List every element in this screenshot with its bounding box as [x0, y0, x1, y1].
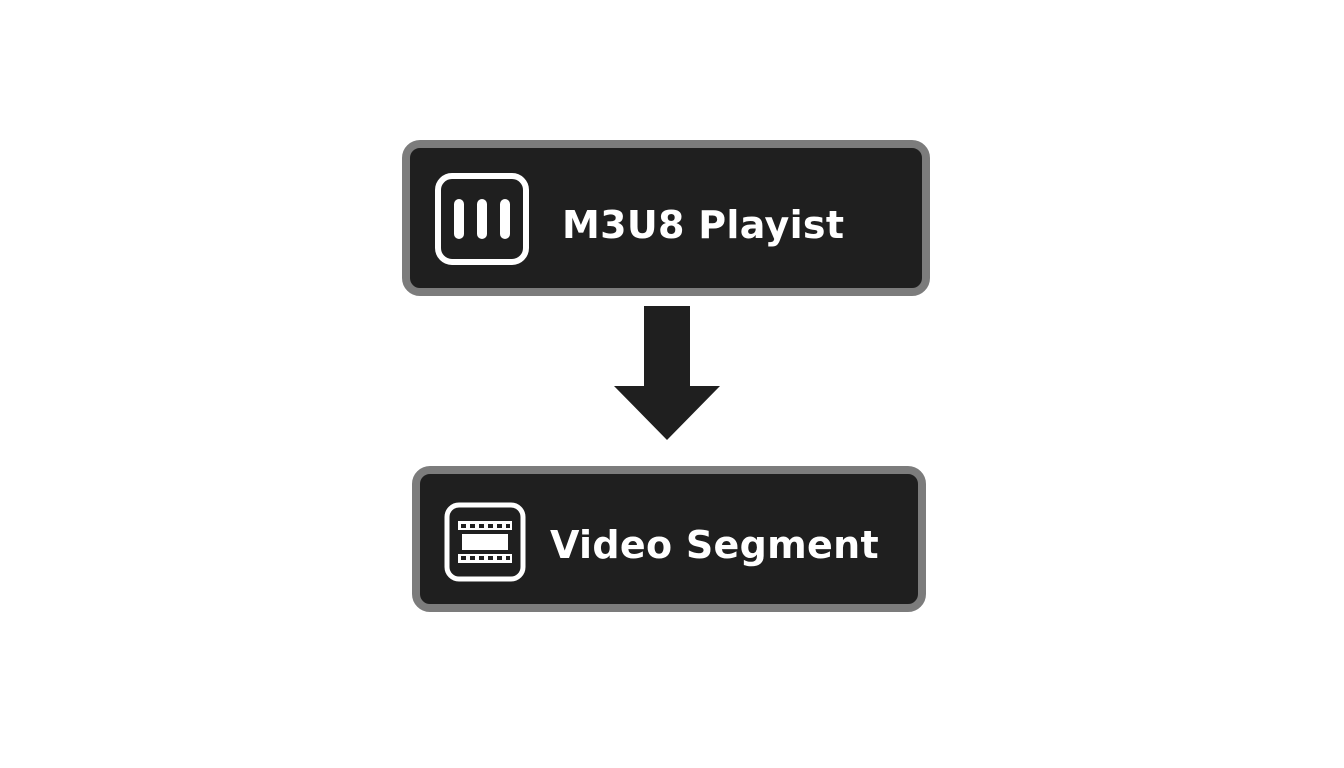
- playlist-node-label: M3U8 Playist: [562, 203, 845, 247]
- playlist-bars-icon: [435, 173, 529, 265]
- down-arrow: [614, 306, 720, 440]
- video-segment-node: Video Segment: [412, 466, 926, 612]
- film-strip-icon: [444, 502, 526, 582]
- playlist-node: M3U8 Playist: [402, 140, 930, 296]
- video-segment-node-label: Video Segment: [550, 523, 879, 567]
